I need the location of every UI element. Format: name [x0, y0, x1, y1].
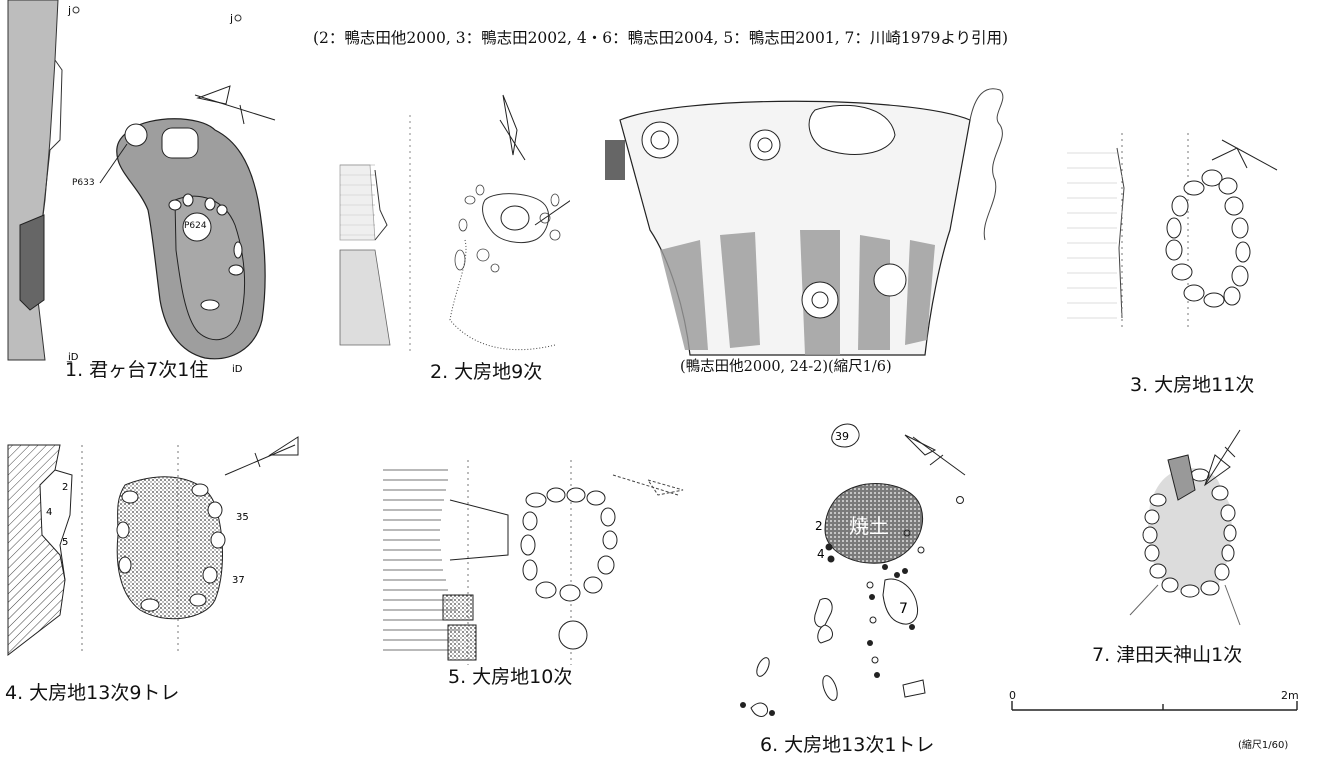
svg-text:i̲D: i̲D — [66, 352, 79, 363]
figure-5-caption: 5. 大房地10次 — [448, 666, 573, 688]
label-2: 2 — [815, 519, 823, 533]
scale-start-label: 0 — [1009, 689, 1016, 702]
pottery-drawing — [605, 88, 1004, 356]
label-p624: P624 — [184, 221, 207, 231]
svg-text:5: 5 — [62, 537, 68, 548]
figure-2-drawing — [339, 94, 570, 355]
figure-3-caption: 3. 大房地11次 — [1130, 374, 1255, 396]
pottery-caption: (鴨志田他2000, 24-2)(縮尺1/6) — [680, 359, 892, 375]
label-4: 4 — [817, 547, 825, 561]
figure-3-drawing — [1067, 133, 1278, 328]
figure-7-caption: 7. 津田天神山1次 — [1092, 644, 1243, 666]
svg-text:37: 37 — [232, 575, 245, 586]
label-yakido: 焼土 — [849, 514, 889, 538]
figure-5-drawing — [383, 460, 684, 665]
figure-6-caption: 6. 大房地13次1トレ — [760, 734, 935, 756]
svg-text:j: j — [67, 4, 71, 17]
svg-text:35: 35 — [236, 512, 249, 523]
label-p633: P633 — [72, 178, 95, 188]
svg-text:2: 2 — [62, 482, 68, 493]
figure-6-drawing: 39 焼土 2 4 7 — [740, 423, 966, 717]
scale-end-label: 2m — [1281, 689, 1299, 702]
figure-1-caption: 1. 君ヶ台7次1住 — [65, 359, 209, 381]
figure-1-drawing: j j i̲D i̲D — [7, 0, 276, 372]
svg-text:4: 4 — [46, 507, 52, 518]
figure-4-caption: 4. 大房地13次9トレ — [5, 682, 180, 704]
figure-2-caption: 2. 大房地9次 — [430, 361, 543, 383]
svg-text:j: j — [229, 12, 233, 25]
svg-text:i̲D: i̲D — [230, 364, 243, 372]
label-7: 7 — [899, 601, 908, 617]
figure-4-drawing: 35 37 2 4 5 — [7, 436, 299, 657]
scale-note: (縮尺1/60) — [1238, 740, 1289, 751]
scale-bar — [1011, 701, 1298, 711]
citation-text: (2：鴨志田他2000, 3：鴨志田2002, 4・6：鴨志田2004, 5：鴨… — [313, 29, 1009, 47]
label-39: 39 — [835, 430, 849, 443]
figure-7-drawing — [1129, 429, 1241, 626]
